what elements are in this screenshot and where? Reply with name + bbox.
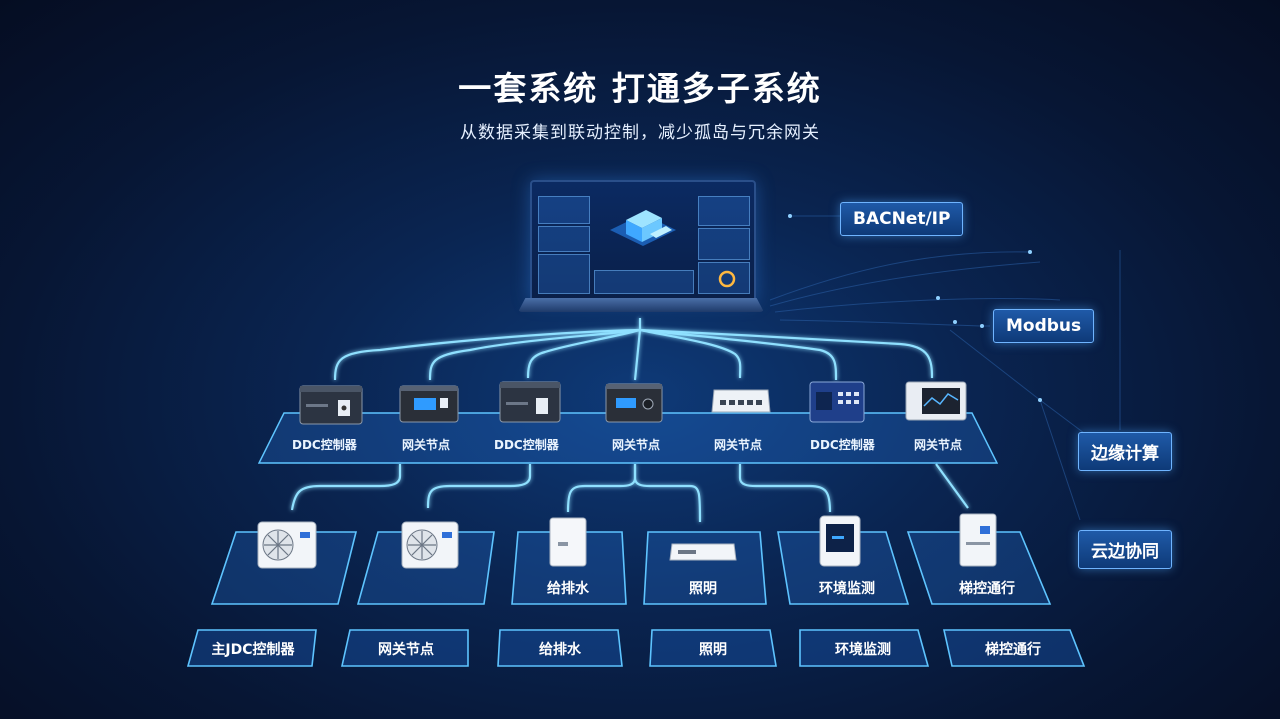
dashboard-panel	[594, 270, 694, 294]
tile-label: 环境监测	[819, 581, 875, 597]
ac-outdoor-unit-icon	[400, 520, 460, 574]
dashboard-panel	[698, 196, 750, 226]
tile-label: 照明	[689, 581, 717, 597]
tile-label: 梯控通行	[959, 581, 1015, 597]
elevator-controller-icon	[958, 512, 998, 572]
dashboard-panel	[538, 226, 590, 252]
device-label: 网关节点	[714, 438, 763, 452]
subsystem-plate: 梯控通行	[950, 631, 1076, 665]
protocol-badge-modbus: Modbus	[993, 309, 1095, 343]
dashboard-panel	[698, 262, 750, 294]
subsystem-plate: 网关节点	[346, 631, 466, 665]
protocol-badge-bacnet: BACNet/IP	[840, 202, 964, 236]
device-label: 网关节点	[914, 438, 963, 452]
tile-label: 给排水	[547, 581, 589, 597]
device-label: DDC控制器	[494, 438, 559, 452]
page-title: 一套系统 打通多子系统	[458, 69, 822, 108]
gateway-icon	[604, 382, 664, 428]
plate-label: 给排水	[539, 642, 581, 658]
dashboard-panel	[538, 196, 590, 224]
dashboard-panel	[698, 228, 750, 260]
device-label: 网关节点	[612, 438, 661, 452]
controller-platform	[258, 412, 998, 464]
subsystem-plate: 给排水	[500, 631, 620, 665]
network-switch-icon	[710, 382, 772, 424]
device-label: 网关节点	[402, 438, 451, 452]
water-tank-icon	[546, 516, 590, 572]
subsystem-plate: 照明	[652, 631, 774, 665]
monitor-gateway-icon	[904, 380, 968, 426]
ddc-controller-icon	[298, 382, 364, 430]
device-label: DDC控制器	[292, 438, 357, 452]
plate-label: 环境监测	[835, 642, 891, 658]
subsystem-plate: 主JDC控制器	[192, 631, 314, 665]
plate-label: 网关节点	[378, 642, 434, 658]
laptop-base	[518, 298, 764, 312]
ac-outdoor-unit-icon	[256, 520, 318, 574]
gauge-icon	[718, 270, 736, 288]
protocol-badge-edge-computing: 边缘计算	[1078, 432, 1172, 471]
subsystem-plate: 环境监测	[802, 631, 924, 665]
lighting-module-icon	[668, 536, 738, 570]
building-3d-icon	[610, 210, 676, 246]
protocol-badge-cloud-edge: 云边协同	[1078, 530, 1172, 569]
ddc-controller-icon	[498, 380, 562, 428]
environment-sensor-icon	[818, 514, 862, 572]
plate-label: 照明	[699, 642, 727, 658]
plate-label: 主JDC控制器	[211, 642, 295, 658]
dashboard-screen	[530, 180, 756, 302]
dashboard-panel	[538, 254, 590, 294]
management-laptop	[518, 180, 764, 320]
gateway-icon	[398, 384, 460, 428]
plate-label: 梯控通行	[985, 642, 1041, 658]
page-subtitle: 从数据采集到联动控制，减少孤岛与冗余网关	[460, 123, 820, 143]
device-label: DDC控制器	[810, 438, 875, 452]
control-panel-icon	[808, 380, 866, 428]
